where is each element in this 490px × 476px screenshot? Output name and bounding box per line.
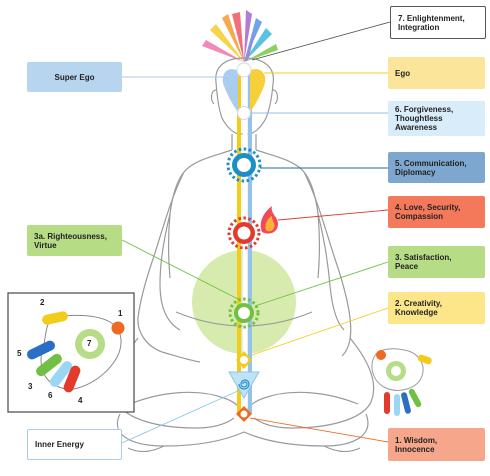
hand-number-6: 6 [48,391,53,400]
chakra-5 [226,147,262,183]
chakra-7 [236,62,252,78]
chakra-3-label: 3. Satisfaction, Peace [388,246,485,278]
connector-lines [121,21,391,444]
chakra-4-label: 4. Love, Security, Compassion [388,196,485,228]
spiral-icon [228,371,260,400]
ego-lobe [250,69,266,112]
chakra-3a-label: 3a. Righteousness, Virtue [27,225,122,256]
chakra-7-label: 7. Enlightenment, Integration [390,6,486,39]
super-ego-label: Super Ego [27,62,122,92]
hand-number-3: 3 [28,382,33,391]
ego-label: Ego [388,57,485,89]
chakra-3 [228,297,260,329]
hand-number-5: 5 [17,349,22,358]
chakra-1 [236,406,252,422]
hand-number-7: 7 [87,339,92,348]
chakra-2 [236,351,252,369]
lotus-icon [202,10,278,62]
hand-number-4: 4 [78,396,83,405]
hand-number-1: 1 [118,309,123,318]
hand-chakra-icon [27,311,125,393]
chakra-6 [237,106,251,120]
chakra-1-label: 1. Wisdom, Innocence [388,428,485,461]
inner-energy-label: Inner Energy [27,429,122,460]
chakra-6-label: 6. Forgiveness, Thoughtless Awareness [388,101,485,136]
hand-number-2: 2 [40,298,45,307]
flame-icon [260,206,278,234]
super-ego-lobe [222,69,238,112]
chakra-4 [227,216,261,250]
right-hand-chakra-map [371,348,432,416]
chakra-5-label: 5. Communication, Diplomacy [388,152,485,183]
chakra-2-label: 2. Creativity, Knowledge [388,292,485,324]
